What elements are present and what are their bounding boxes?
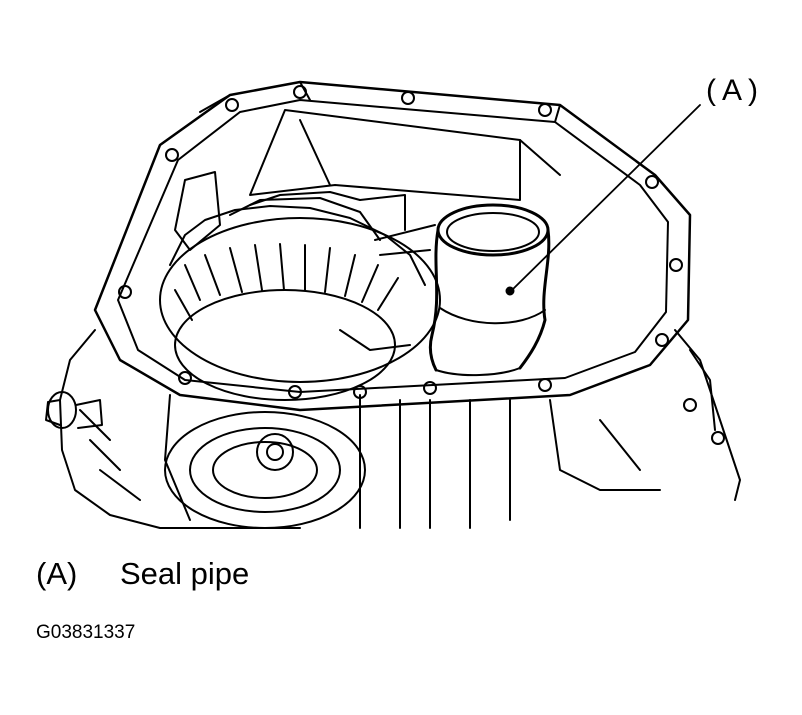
legend: (A) Seal pipe [36, 556, 249, 592]
callout-label-a: (A) [706, 74, 764, 107]
legend-text: Seal pipe [120, 556, 250, 591]
lower-bearing [165, 412, 365, 528]
figure-id: G03831337 [36, 622, 136, 643]
seal-pipe [430, 205, 548, 375]
inner-case [175, 110, 560, 255]
callout-leader [507, 105, 701, 295]
ring-gear [160, 206, 440, 400]
side-bolt [48, 392, 102, 428]
transmission-housing [46, 330, 740, 528]
legend-key: (A) [36, 556, 78, 591]
differential-carrier [230, 192, 405, 240]
transmission-diagram [0, 0, 802, 530]
flange-bolt-holes [119, 86, 724, 444]
